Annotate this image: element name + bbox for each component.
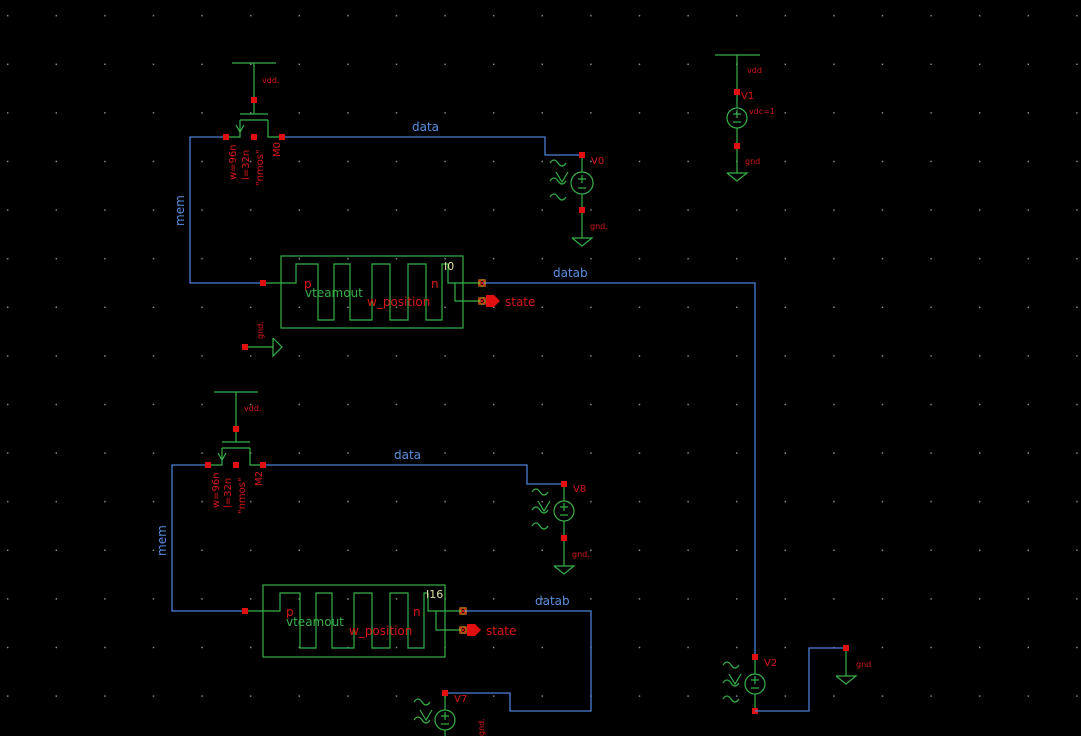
width-label: w=96n (211, 472, 222, 508)
voltage-source-v8[interactable] (531, 481, 576, 575)
model-label: "nmos" (255, 149, 266, 186)
source-name-v7: V7 (454, 694, 467, 705)
source-name-v1: V1 (741, 91, 754, 102)
ground-symbol[interactable] (242, 337, 283, 358)
nmos-transistor-m0[interactable] (223, 62, 285, 140)
pin-p-label: p (304, 277, 312, 291)
width-label: w=96n (228, 144, 239, 180)
source-name-v2: V2 (764, 658, 777, 669)
gnd-label: gnd. (256, 321, 265, 339)
voltage-source-v0[interactable] (549, 152, 594, 247)
gnd-label: gnd (856, 660, 871, 669)
supply-source-v1[interactable] (715, 54, 760, 182)
vteamout-label: vteamout (305, 286, 363, 300)
pin-n-label: n (431, 277, 439, 291)
gnd-label: gnd. (572, 550, 590, 559)
nmos-transistor-m2[interactable] (205, 391, 266, 468)
instance-label-m0: M0 (272, 142, 283, 157)
w-position-label: w_position (367, 295, 430, 309)
net-label-datab: datab (553, 266, 588, 280)
v2-ground-wire[interactable] (755, 647, 846, 712)
net-label-data: data (412, 120, 439, 134)
model-label: "nmos" (237, 477, 248, 514)
length-label: l=32n (241, 150, 252, 180)
state-pin-label: state (505, 295, 535, 309)
lower-cell: data mem datab vdd. w=96n l=32n "nmos" M… (155, 391, 592, 736)
source-value-label: vdc=1 (749, 107, 775, 116)
source-name-v0: V0 (591, 156, 604, 167)
memristor-i0[interactable] (260, 255, 500, 329)
state-pin-label: state (486, 624, 516, 638)
net-label-mem: mem (173, 195, 187, 226)
net-label-data: data (394, 448, 421, 462)
vdd-label: vdd (747, 66, 762, 75)
length-label: l=32n (223, 478, 234, 508)
gnd-label: gnd. (477, 718, 486, 736)
net-label-mem: mem (155, 525, 169, 556)
vteamout-label: vteamout (286, 615, 344, 629)
net-label-datab: datab (535, 594, 570, 608)
pin-p-label: p (286, 605, 294, 619)
vdd-label: vdd. (244, 404, 261, 413)
pin-n-label: n (413, 605, 421, 619)
upper-cell: data mem datab vdd. w=96n l=32n "nmos" M… (173, 62, 756, 657)
vdd-label: vdd. (262, 76, 279, 85)
gnd-label: gnd (745, 157, 760, 166)
gnd-label: gnd. (590, 222, 608, 231)
voltage-source-v7[interactable] (413, 690, 456, 736)
instance-label-i0: I0 (444, 260, 454, 273)
source-name-v8: V8 (573, 484, 586, 495)
instance-label-i16: I16 (426, 588, 443, 601)
w-position-label: w_position (349, 624, 412, 638)
memristor-i16[interactable] (242, 584, 481, 658)
upper-wires[interactable] (189, 136, 756, 657)
ground-symbol[interactable] (835, 645, 858, 685)
lower-wires[interactable] (171, 464, 592, 712)
instance-label-m2: M2 (254, 471, 265, 486)
